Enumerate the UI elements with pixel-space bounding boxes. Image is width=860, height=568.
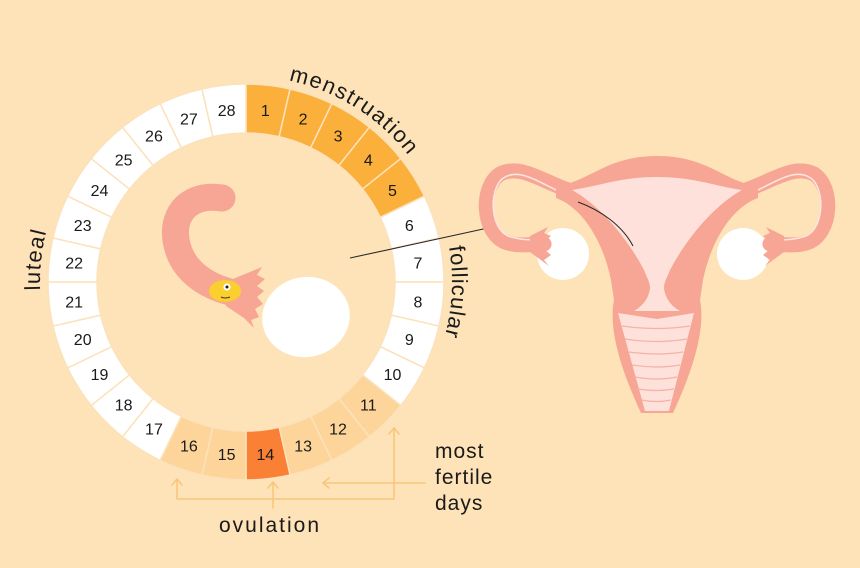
day-number: 20	[74, 332, 92, 349]
day-number: 25	[115, 153, 133, 170]
day-number: 14	[256, 447, 274, 464]
uterus-icon	[478, 156, 836, 413]
cycle-day-segment-17: 17	[121, 397, 183, 462]
day-number: 13	[294, 438, 312, 455]
day-number: 6	[405, 218, 414, 235]
fallopian-tube-icon	[161, 183, 265, 328]
day-number: 7	[413, 256, 422, 273]
cycle-day-segment-23: 23	[52, 195, 113, 250]
arrow-up-icon	[388, 427, 400, 435]
arrow-up-icon	[171, 478, 183, 486]
day-number: 17	[145, 421, 163, 438]
day-number: 27	[180, 112, 198, 129]
cycle-ring: 1234567891011121314151617181920212223242…	[47, 83, 445, 481]
ovulation-arrow	[267, 481, 279, 509]
day-number: 4	[364, 153, 373, 170]
day-number: 18	[115, 397, 133, 414]
most-fertile-label-line2: fertile	[435, 466, 493, 489]
day-number: 16	[180, 438, 198, 455]
cycle-day-segment-28: 28	[201, 83, 247, 138]
arrow-up-icon	[267, 481, 279, 489]
egg-cell-character-icon	[209, 280, 241, 302]
right-ovary-icon	[717, 228, 769, 280]
right-fallopian-tube	[738, 163, 836, 253]
day-number: 10	[384, 367, 402, 384]
ovum-icon	[262, 276, 350, 358]
day-number: 3	[334, 129, 343, 146]
day-number: 1	[261, 103, 270, 120]
day-number: 8	[413, 294, 422, 311]
day-number: 24	[91, 183, 109, 200]
cycle-day-segment-15: 15	[201, 426, 247, 481]
cycle-day-segment-20: 20	[52, 314, 113, 369]
ovulation-label: ovulation	[219, 514, 321, 537]
arrow-left-icon	[322, 477, 330, 489]
day-number: 21	[65, 294, 83, 311]
pointer-line	[349, 225, 498, 259]
vaginal-canal	[618, 313, 694, 411]
uterine-cavity	[572, 177, 742, 311]
most-fertile-label-line3: days	[435, 492, 483, 515]
cycle-day-segment-24: 24	[66, 157, 131, 219]
day-number: 2	[299, 112, 308, 129]
day-number: 19	[91, 367, 109, 384]
fertile-window-bracket	[171, 427, 426, 500]
day-number: 11	[360, 397, 377, 414]
day-number: 5	[388, 183, 397, 200]
day-number: 28	[218, 103, 236, 120]
day-number: 12	[329, 421, 347, 438]
segment-fill	[201, 83, 247, 138]
cycle-day-segment-14: 14	[245, 426, 291, 481]
day-number: 22	[65, 256, 83, 273]
left-fallopian-tube	[478, 163, 576, 253]
cycle-day-segment-26: 26	[121, 102, 183, 167]
day-number: 23	[74, 218, 92, 235]
day-number: 9	[405, 332, 414, 349]
day-number: 26	[145, 129, 163, 146]
most-fertile-label-line1: most	[435, 440, 485, 463]
day-number: 15	[218, 447, 236, 464]
